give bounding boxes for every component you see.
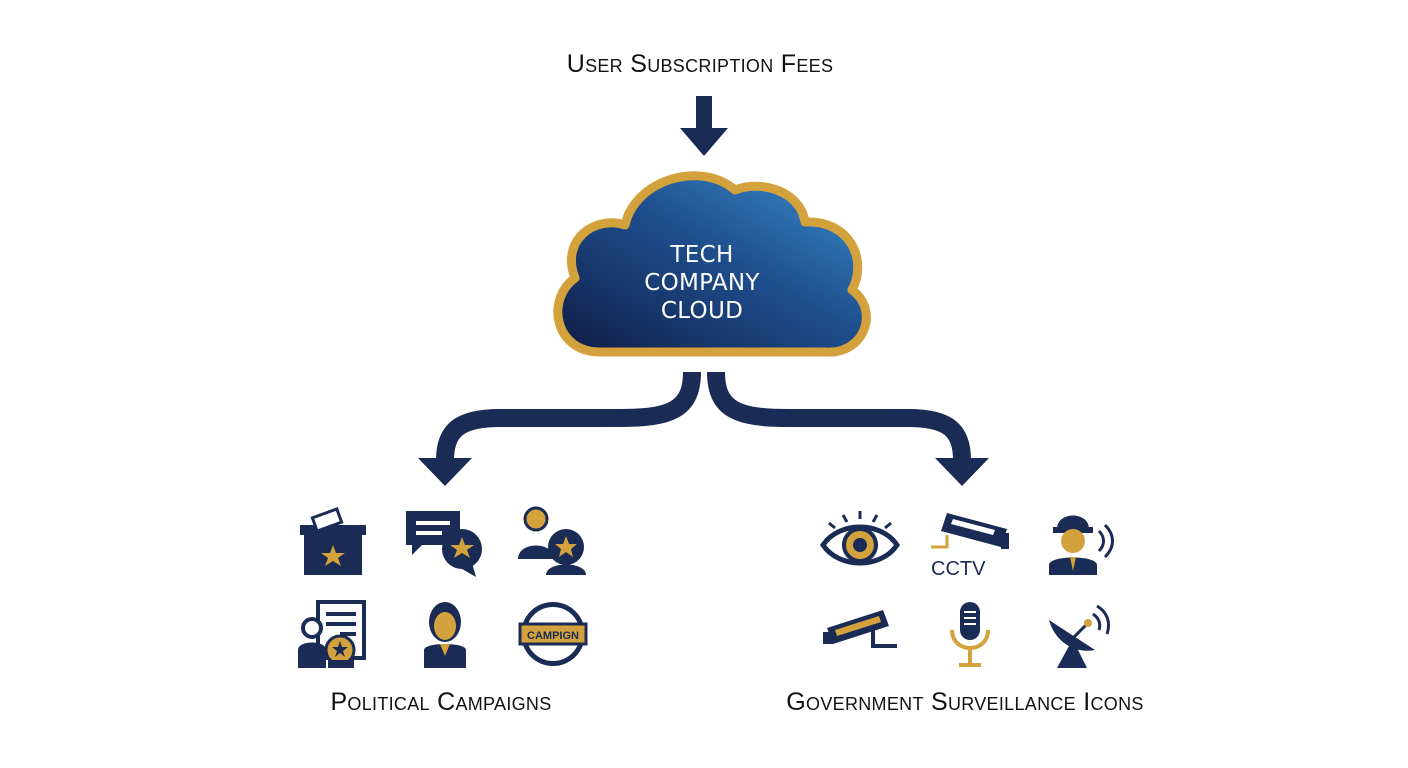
microphone-icon — [950, 602, 990, 667]
document-person-star-icon — [298, 600, 366, 668]
cloud-label: TECH COMPANY CLOUD — [602, 241, 802, 325]
campaign-badge-text: CAMPIGN — [527, 630, 579, 642]
split-arrow-right — [707, 371, 989, 486]
campaign-badge-icon: CAMPIGN — [518, 602, 588, 666]
person-star-icon — [518, 506, 586, 575]
agent-headset-icon — [1049, 515, 1114, 575]
cloud-label-line-1: TECH — [670, 242, 734, 268]
candidate-bust-icon — [424, 602, 466, 668]
source-label: User Subscription Fees — [566, 50, 834, 78]
ballot-box-icon — [300, 507, 366, 575]
split-arrow-left — [418, 371, 701, 486]
cloud-label-line-3: CLOUD — [660, 298, 744, 324]
speech-bubble-star-icon — [406, 511, 482, 577]
eye-icon — [819, 511, 901, 566]
right-group-label: Government Surveillance Icons — [786, 688, 1144, 716]
cctv-camera-icon: CCTV — [931, 513, 1009, 580]
satellite-dish-icon — [1049, 604, 1111, 668]
input-arrow — [680, 96, 728, 156]
security-camera-icon — [823, 610, 897, 648]
cloud-label-line-2: COMPANY — [644, 270, 760, 296]
cctv-text: CCTV — [931, 558, 986, 580]
left-group-label: Political Campaigns — [330, 688, 552, 716]
cloud-shape — [553, 171, 871, 357]
